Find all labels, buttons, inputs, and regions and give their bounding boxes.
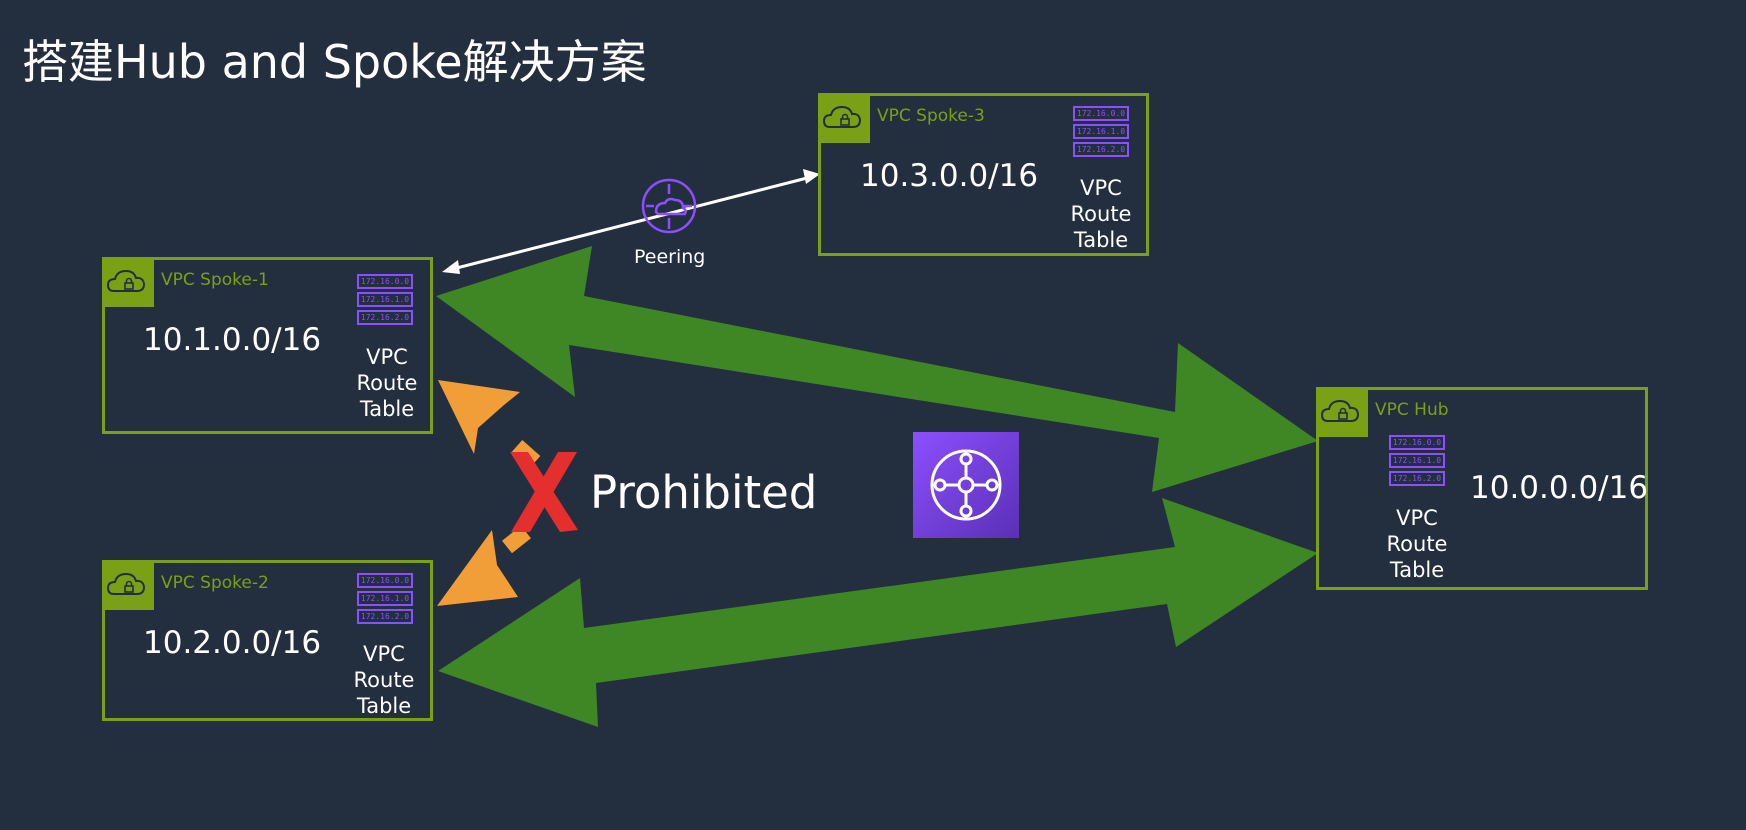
page-title: 搭建Hub and Spoke解决方案 (22, 35, 647, 89)
route-entry: 172.16.0.0 (357, 274, 413, 289)
route-table-label-line: Route (353, 668, 415, 692)
cloud-lock-icon (104, 562, 154, 610)
route-entry: 172.16.1.0 (1073, 124, 1129, 139)
vpc-cidr: 10.1.0.0/16 (143, 322, 322, 358)
route-entry: 172.16.2.0 (357, 310, 413, 325)
vpc-cidr: 10.3.0.0/16 (860, 158, 1039, 194)
route-table-label-line: Route (356, 371, 418, 395)
route-entry: 172.16.0.0 (357, 573, 413, 588)
cloud-lock-icon (820, 95, 870, 143)
vpc-name: VPC Spoke-1 (161, 270, 269, 290)
route-table-label: VPC Route Table (1372, 505, 1462, 583)
vpc-cidr: 10.2.0.0/16 (143, 625, 322, 661)
transit-gateway-icon (913, 432, 1019, 538)
cloud-lock-icon (104, 259, 154, 307)
vpc-hub: VPC Hub 10.0.0.0/16 172.16.0.0 172.16.1.… (1316, 387, 1648, 590)
route-table-label-line: VPC (1396, 506, 1438, 530)
route-table-label-line: Table (356, 694, 412, 718)
route-entry: 172.16.2.0 (357, 609, 413, 624)
peering-connection (442, 169, 820, 274)
vpc-spoke-1: VPC Spoke-1 10.1.0.0/16 172.16.0.0 172.1… (102, 257, 433, 434)
route-table-icon: 172.16.0.0 172.16.1.0 172.16.2.0 (1389, 435, 1445, 489)
peering-icon (641, 178, 697, 234)
route-table-icon: 172.16.0.0 172.16.1.0 172.16.2.0 (1073, 106, 1129, 160)
route-table-label-line: Table (1389, 558, 1445, 582)
vpc-name: VPC Spoke-2 (161, 573, 269, 593)
prohibited-arrow (437, 380, 541, 606)
route-entry: 172.16.0.0 (1073, 106, 1129, 121)
route-table-label-line: Table (1073, 228, 1129, 252)
red-x-icon (510, 452, 578, 532)
route-table-label-line: Route (1070, 202, 1132, 226)
vpc-name: VPC Hub (1375, 400, 1449, 420)
vpc-spoke-3: VPC Spoke-3 10.3.0.0/16 172.16.0.0 172.1… (818, 93, 1149, 256)
peering-label: Peering (634, 246, 706, 268)
route-table-icon: 172.16.0.0 172.16.1.0 172.16.2.0 (357, 274, 413, 328)
route-entry: 172.16.0.0 (1389, 435, 1445, 450)
route-table-label: VPC Route Table (342, 344, 432, 422)
route-table-label-line: VPC (1080, 176, 1122, 200)
route-table-label: VPC Route Table (1056, 175, 1146, 253)
route-entry: 172.16.1.0 (357, 292, 413, 307)
arrow-spoke2-hub (438, 498, 1318, 727)
vpc-cidr: 10.0.0.0/16 (1470, 470, 1649, 506)
route-table-label-line: VPC (366, 345, 408, 369)
vpc-name: VPC Spoke-3 (877, 106, 985, 126)
arrow-spoke1-hub (436, 246, 1318, 492)
route-table-icon: 172.16.0.0 172.16.1.0 172.16.2.0 (357, 573, 413, 627)
route-entry: 172.16.2.0 (1389, 471, 1445, 486)
vpc-spoke-2: VPC Spoke-2 10.2.0.0/16 172.16.0.0 172.1… (102, 560, 433, 721)
route-entry: 172.16.2.0 (1073, 142, 1129, 157)
route-table-label-line: Table (359, 397, 415, 421)
route-table-label-line: VPC (363, 642, 405, 666)
cloud-lock-icon (1318, 389, 1368, 437)
route-table-label-line: Route (1386, 532, 1448, 556)
prohibited-label: Prohibited (590, 466, 818, 519)
route-entry: 172.16.1.0 (357, 591, 413, 606)
route-table-label: VPC Route Table (339, 641, 429, 719)
route-entry: 172.16.1.0 (1389, 453, 1445, 468)
